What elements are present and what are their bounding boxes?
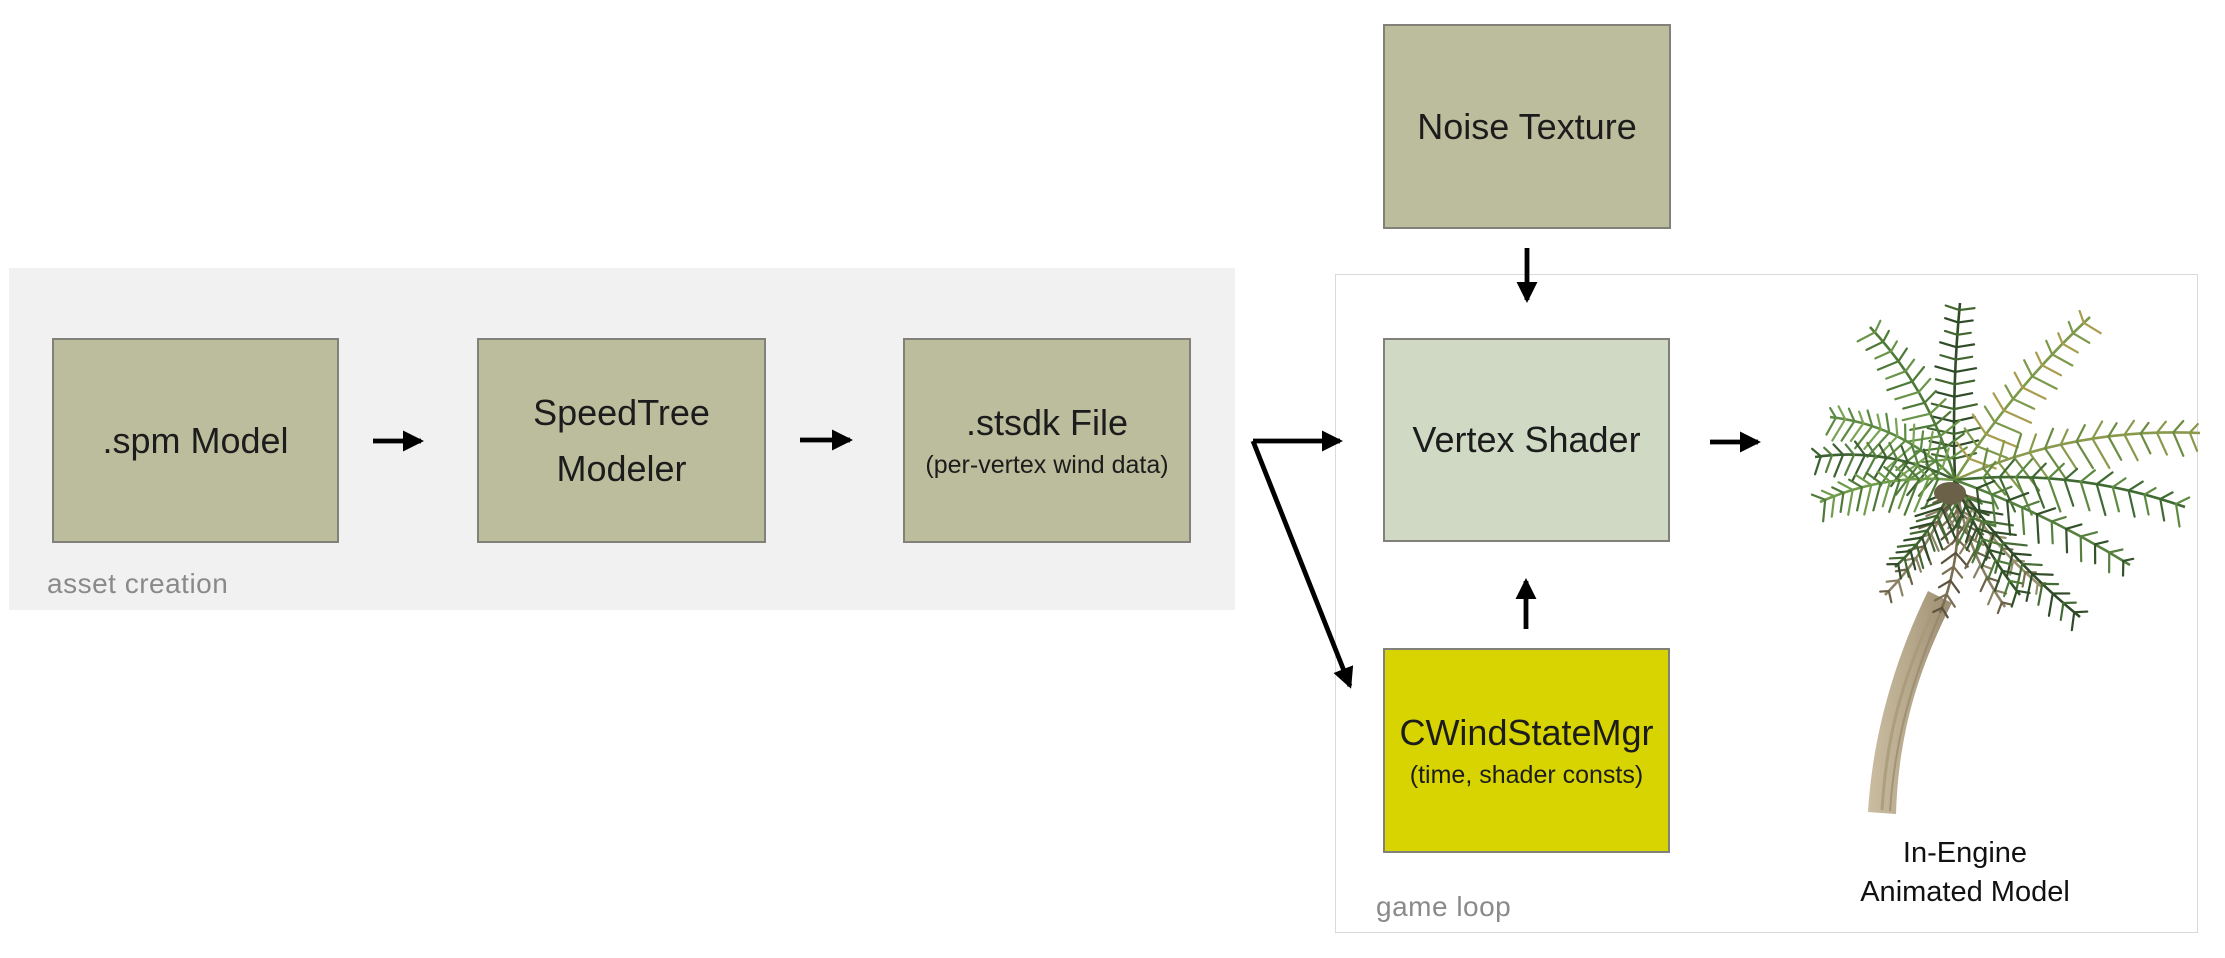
spm-model-label: .spm Model (102, 419, 289, 461)
palm-tree-image (1810, 302, 2201, 814)
in-engine-caption: In-Engine Animated Model (1780, 834, 2150, 912)
spm-model-box: .spm Model (52, 338, 339, 543)
speedtree-modeler-label-line2: Modeler (556, 447, 687, 489)
cwindstatemgr-box: CWindStateMgr (time, shader consts) (1383, 648, 1670, 853)
stsdk-file-label: .stsdk File (965, 401, 1129, 443)
vertex-shader-label: Vertex Shader (1412, 419, 1641, 461)
stsdk-file-sublabel: (per-vertex wind data) (925, 451, 1169, 480)
in-engine-caption-line2: Animated Model (1860, 876, 2070, 908)
in-engine-caption-line1: In-Engine (1902, 837, 2028, 869)
stsdk-file-box: .stsdk File (per-vertex wind data) (903, 338, 1191, 543)
vertex-shader-box: Vertex Shader (1383, 338, 1670, 542)
noise-texture-box: Noise Texture (1383, 24, 1671, 229)
game-loop-label: game loop (1376, 891, 1512, 922)
cwindstatemgr-label: CWindStateMgr (1399, 711, 1654, 753)
speedtree-modeler-box: SpeedTree Modeler (477, 338, 766, 543)
speedtree-modeler-label-line1: SpeedTree (533, 391, 710, 433)
noise-texture-label: Noise Texture (1417, 105, 1637, 147)
asset-creation-label: asset creation (47, 568, 229, 599)
cwindstatemgr-sublabel: (time, shader consts) (1409, 761, 1644, 790)
